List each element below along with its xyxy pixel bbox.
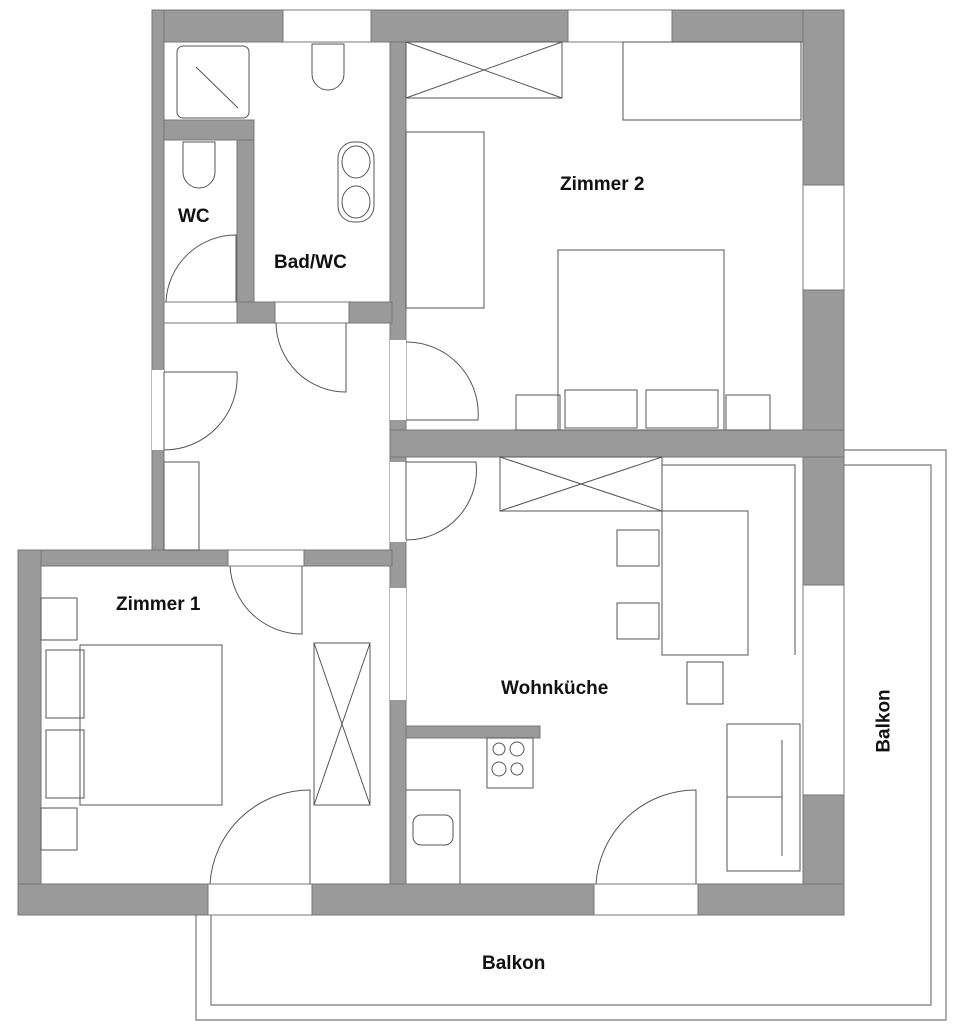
room-label-wc: WC xyxy=(178,206,210,227)
room-label-zimmer-1: Zimmer 1 xyxy=(116,594,201,615)
furniture xyxy=(40,41,802,884)
room-label-zimmer-2: Zimmer 2 xyxy=(560,174,645,195)
balcony-outline xyxy=(195,449,947,1021)
room-label-balkon-south: Balkon xyxy=(482,953,546,974)
room-label-wohnkueche: Wohnküche xyxy=(501,678,609,699)
room-label-bad-wc: Bad/WC xyxy=(274,252,347,273)
doors xyxy=(163,234,697,885)
walls xyxy=(17,9,845,916)
windows xyxy=(163,9,845,916)
door-openings xyxy=(152,340,406,700)
room-label-balkon-east: Balkon xyxy=(873,689,895,753)
